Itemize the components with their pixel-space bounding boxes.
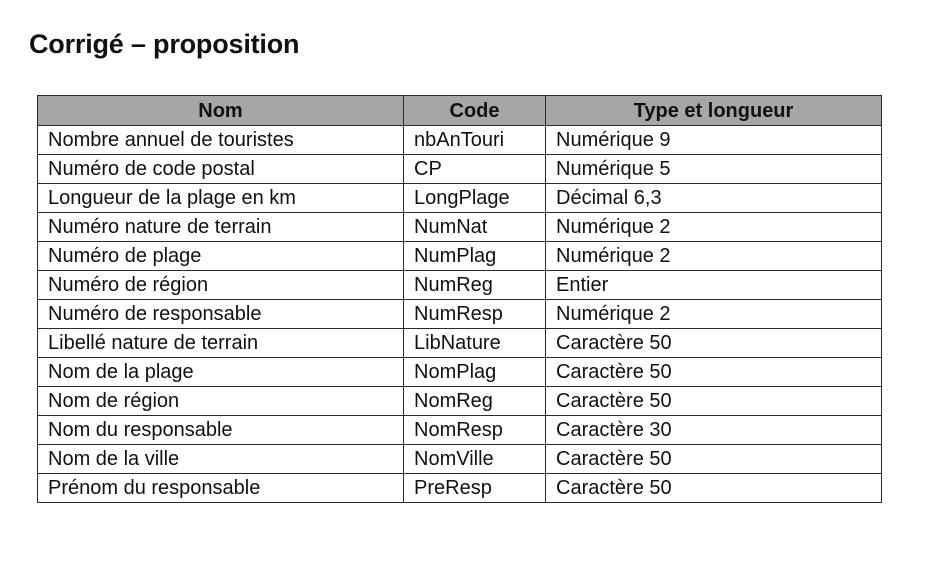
cell-type: Numérique 5 bbox=[545, 154, 882, 184]
cell-nom: Nom de la ville bbox=[37, 444, 404, 474]
cell-nom: Nom du responsable bbox=[37, 415, 404, 445]
cell-code: LongPlage bbox=[403, 183, 546, 213]
cell-nom: Nom de région bbox=[37, 386, 404, 416]
cell-type: Numérique 9 bbox=[545, 125, 882, 155]
cell-code: NumReg bbox=[403, 270, 546, 300]
table-row: Numéro de plage NumPlag Numérique 2 bbox=[37, 241, 882, 271]
cell-code: NumPlag bbox=[403, 241, 546, 271]
table-header-row: Nom Code Type et longueur bbox=[37, 95, 882, 126]
column-header-type: Type et longueur bbox=[545, 95, 882, 126]
table-row: Prénom du responsable PreResp Caractère … bbox=[37, 473, 882, 503]
cell-code: LibNature bbox=[403, 328, 546, 358]
table-row: Libellé nature de terrain LibNature Cara… bbox=[37, 328, 882, 358]
cell-nom: Numéro nature de terrain bbox=[37, 212, 404, 242]
cell-nom: Nom de la plage bbox=[37, 357, 404, 387]
cell-code: NomResp bbox=[403, 415, 546, 445]
table-row: Nombre annuel de touristes nbAnTouri Num… bbox=[37, 125, 882, 155]
table-row: Nom de la plage NomPlag Caractère 50 bbox=[37, 357, 882, 387]
cell-type: Caractère 50 bbox=[545, 328, 882, 358]
table-row: Nom du responsable NomResp Caractère 30 bbox=[37, 415, 882, 445]
cell-code: NumNat bbox=[403, 212, 546, 242]
cell-code: CP bbox=[403, 154, 546, 184]
cell-type: Caractère 30 bbox=[545, 415, 882, 445]
cell-code: nbAnTouri bbox=[403, 125, 546, 155]
cell-nom: Numéro de région bbox=[37, 270, 404, 300]
column-header-nom: Nom bbox=[37, 95, 404, 126]
table-row: Numéro de région NumReg Entier bbox=[37, 270, 882, 300]
table-row: Numéro de code postal CP Numérique 5 bbox=[37, 154, 882, 184]
cell-nom: Numéro de code postal bbox=[37, 154, 404, 184]
cell-type: Numérique 2 bbox=[545, 299, 882, 329]
cell-code: NomVille bbox=[403, 444, 546, 474]
cell-code: NomReg bbox=[403, 386, 546, 416]
cell-nom: Longueur de la plage en km bbox=[37, 183, 404, 213]
cell-type: Caractère 50 bbox=[545, 357, 882, 387]
column-header-code: Code bbox=[403, 95, 546, 126]
cell-nom: Nombre annuel de touristes bbox=[37, 125, 404, 155]
cell-nom: Libellé nature de terrain bbox=[37, 328, 404, 358]
cell-code: NumResp bbox=[403, 299, 546, 329]
cell-type: Caractère 50 bbox=[545, 386, 882, 416]
table-row: Numéro nature de terrain NumNat Numériqu… bbox=[37, 212, 882, 242]
cell-nom: Prénom du responsable bbox=[37, 473, 404, 503]
table-row: Nom de la ville NomVille Caractère 50 bbox=[37, 444, 882, 474]
table-row: Longueur de la plage en km LongPlage Déc… bbox=[37, 183, 882, 213]
cell-type: Caractère 50 bbox=[545, 444, 882, 474]
cell-code: NomPlag bbox=[403, 357, 546, 387]
table-row: Numéro de responsable NumResp Numérique … bbox=[37, 299, 882, 329]
data-dictionary-table: Nom Code Type et longueur Nombre annuel … bbox=[37, 95, 882, 503]
cell-type: Entier bbox=[545, 270, 882, 300]
cell-type: Numérique 2 bbox=[545, 212, 882, 242]
cell-type: Numérique 2 bbox=[545, 241, 882, 271]
cell-nom: Numéro de plage bbox=[37, 241, 404, 271]
page-title: Corrigé – proposition bbox=[29, 29, 300, 59]
cell-code: PreResp bbox=[403, 473, 546, 503]
table-row: Nom de région NomReg Caractère 50 bbox=[37, 386, 882, 416]
cell-nom: Numéro de responsable bbox=[37, 299, 404, 329]
cell-type: Caractère 50 bbox=[545, 473, 882, 503]
cell-type: Décimal 6,3 bbox=[545, 183, 882, 213]
